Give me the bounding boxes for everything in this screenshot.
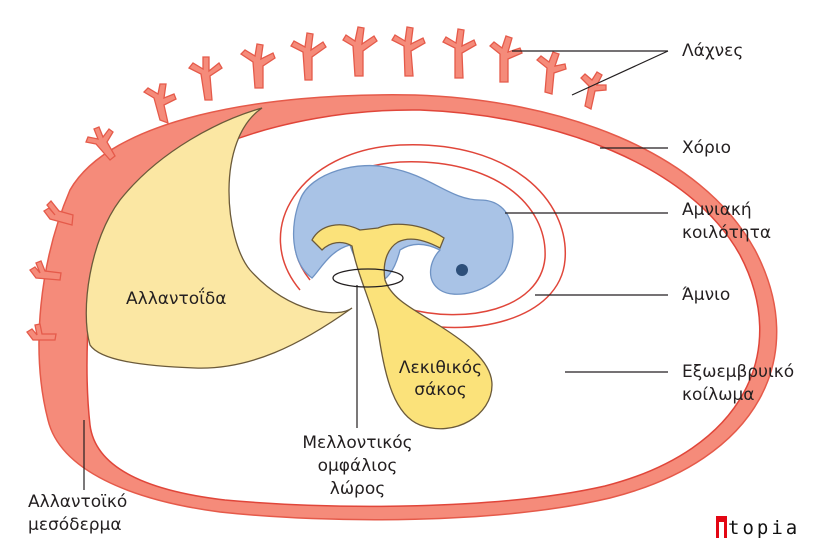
label-omfalios-3: λώρος bbox=[295, 479, 420, 500]
label-omfalios-2: ομφάλιος bbox=[295, 456, 420, 477]
logo-text: topia bbox=[728, 519, 800, 538]
label-exoembryiko-2: κοίλωμα bbox=[682, 385, 755, 406]
logo-mark-icon bbox=[716, 516, 727, 538]
label-allantoida: Αλλαντοΐδα bbox=[126, 289, 226, 310]
utopia-logo: topia bbox=[716, 514, 800, 538]
label-exoembryiko-1: Εξωεμβρυικό bbox=[682, 362, 794, 383]
label-amnio: Άμνιο bbox=[682, 285, 730, 306]
label-lekithikos-1: Λεκιθικός bbox=[393, 358, 488, 379]
embryo-eye bbox=[456, 264, 468, 276]
label-omfalios-1: Μελλοντικός bbox=[295, 433, 420, 454]
label-amniaki-1: Αμνιακή bbox=[682, 200, 752, 221]
label-amniaki-2: κοιλότητα bbox=[682, 223, 771, 244]
label-lachnes: Λάχνες bbox=[682, 41, 743, 62]
label-mesoderma-2: μεσόδερμα bbox=[28, 515, 122, 536]
label-chorio: Χόριο bbox=[682, 138, 731, 159]
label-lekithikos-2: σάκος bbox=[393, 380, 488, 401]
label-mesoderma-1: Αλλαντοϊκό bbox=[28, 492, 127, 513]
